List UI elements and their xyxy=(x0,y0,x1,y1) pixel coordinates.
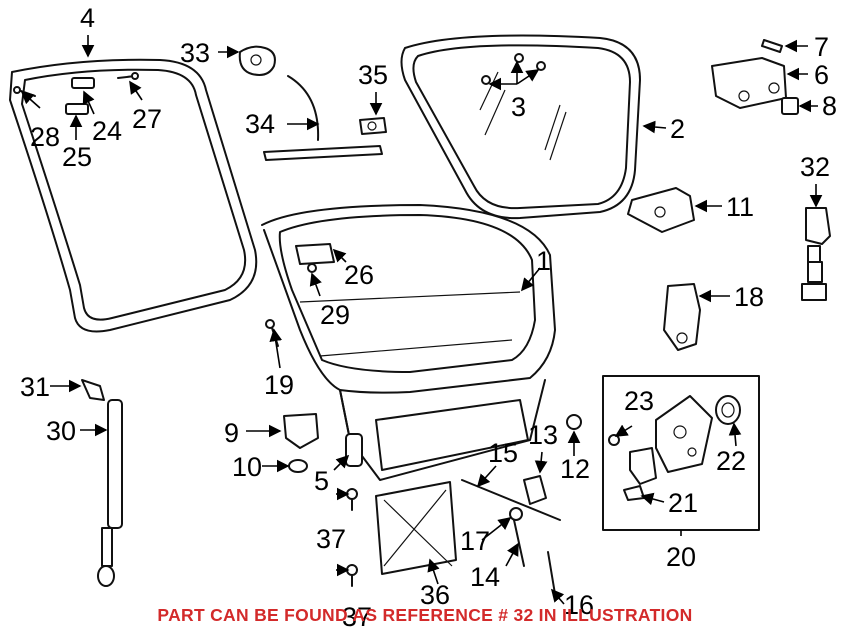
part-37-bolt-lower xyxy=(346,564,358,587)
callout-35: 35 xyxy=(358,60,388,90)
callout-labels: 4 33 35 34 3 2 7 6 8 32 11 18 1 26 29 19… xyxy=(20,3,837,632)
callout-7: 7 xyxy=(814,32,829,62)
callout-17: 17 xyxy=(460,526,490,556)
part-30-gas-strut xyxy=(97,399,123,587)
part-6-hinge xyxy=(711,57,787,109)
part-2-rear-glass xyxy=(400,34,641,220)
callout-12: 12 xyxy=(560,454,590,484)
callout-28: 28 xyxy=(30,122,60,152)
callout-13: 13 xyxy=(528,420,558,450)
callout-33: 33 xyxy=(180,38,210,68)
callout-24: 24 xyxy=(92,116,122,146)
part-13-lock xyxy=(523,475,547,505)
callout-36: 36 xyxy=(420,580,450,610)
callout-29: 29 xyxy=(320,300,350,330)
part-33-latch-cover xyxy=(238,45,276,76)
part-7-bolt xyxy=(761,39,783,53)
part-11-bracket xyxy=(627,187,695,233)
callout-11: 11 xyxy=(726,192,754,222)
callout-3: 3 xyxy=(511,92,526,122)
callout-6: 6 xyxy=(814,60,829,90)
callout-27: 27 xyxy=(132,104,162,134)
callout-2: 2 xyxy=(670,114,685,144)
callout-21: 21 xyxy=(668,488,698,518)
callout-37: 37 xyxy=(316,524,346,554)
part-37-bolt xyxy=(346,488,358,511)
part-25-clip xyxy=(65,103,89,115)
part-29-bumper xyxy=(307,263,317,273)
part-1-liftgate xyxy=(261,204,556,481)
part-4-weatherstrip-seal xyxy=(9,58,258,333)
callout-16: 16 xyxy=(564,590,594,620)
callout-32: 32 xyxy=(800,152,830,182)
part-17-clip xyxy=(509,507,523,521)
callout-37-lower: 37 xyxy=(342,602,372,632)
part-18-hinge-bracket xyxy=(663,283,701,351)
part-34-release-cable xyxy=(263,75,383,161)
part-9-handle xyxy=(283,413,319,449)
callout-18: 18 xyxy=(734,282,764,312)
part-20-lock-assembly xyxy=(602,375,760,531)
part-35-latch xyxy=(359,117,387,135)
callout-30: 30 xyxy=(46,416,76,446)
part-14-rod xyxy=(513,519,525,567)
part-32-support-strut xyxy=(801,207,831,301)
callout-23: 23 xyxy=(624,386,654,416)
part-5-bumper xyxy=(345,433,363,467)
reference-note: PART CAN BE FOUND AS REFERENCE # 32 IN I… xyxy=(157,605,693,625)
leader-lines xyxy=(20,35,823,605)
callout-4: 4 xyxy=(80,3,95,33)
callout-1: 1 xyxy=(536,246,551,276)
callout-15: 15 xyxy=(488,438,518,468)
part-10-grommet xyxy=(288,459,308,473)
callout-10: 10 xyxy=(232,452,262,482)
part-31-ball-stud xyxy=(81,379,105,401)
part-12-grommet xyxy=(566,414,582,430)
part-36-cover-plate xyxy=(375,481,457,575)
callout-22: 22 xyxy=(716,446,746,476)
callout-5: 5 xyxy=(314,466,329,496)
callout-26: 26 xyxy=(344,260,374,290)
callout-34: 34 xyxy=(245,109,275,139)
callout-20: 20 xyxy=(666,542,696,572)
callout-9: 9 xyxy=(224,418,239,448)
part-3-glass-clips xyxy=(481,53,546,85)
part-8-nut xyxy=(781,97,799,115)
callout-8: 8 xyxy=(822,91,837,121)
part-24-clip xyxy=(71,77,95,89)
callout-19: 19 xyxy=(264,370,294,400)
callout-14: 14 xyxy=(470,562,500,592)
callout-25: 25 xyxy=(62,142,92,172)
part-27-screw xyxy=(117,72,139,80)
part-26-plate xyxy=(295,243,335,265)
callout-31: 31 xyxy=(20,372,50,402)
